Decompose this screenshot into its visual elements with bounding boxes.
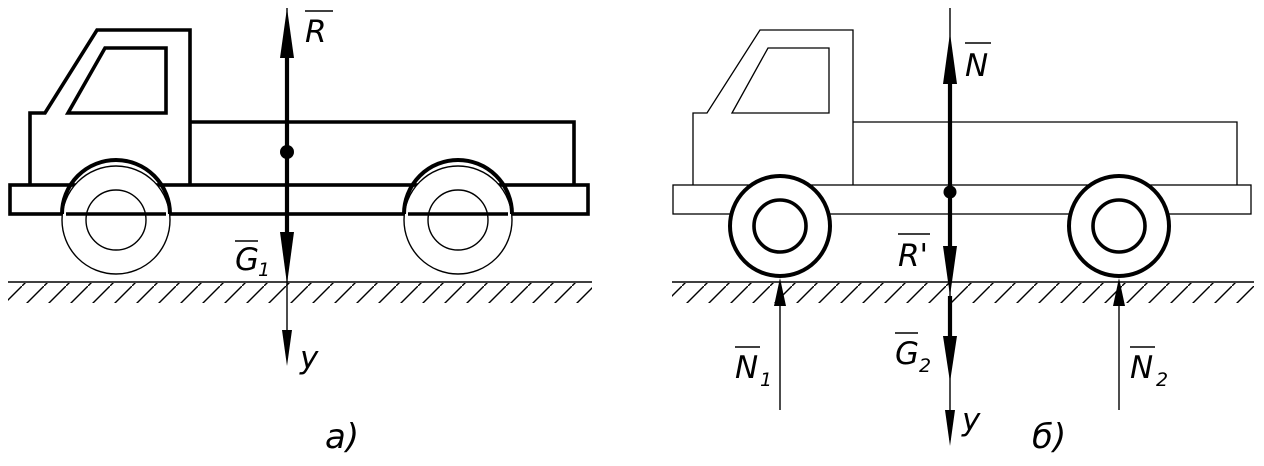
ground-a xyxy=(8,281,592,303)
label-r-prime: R' xyxy=(898,238,928,274)
label-g2: G xyxy=(895,336,919,372)
label-r: R xyxy=(305,14,327,50)
reaction-n1 xyxy=(774,278,786,410)
label-y-b: y xyxy=(961,402,981,438)
force-axis-a xyxy=(280,8,294,366)
center-of-mass-a xyxy=(280,145,294,159)
label-n1-sub: 1 xyxy=(760,369,772,391)
label-g1: G xyxy=(235,242,259,278)
label-n2-sub: 2 xyxy=(1156,369,1168,391)
label-n1: N xyxy=(735,350,758,386)
rear-wheel-b xyxy=(1067,174,1171,278)
front-wheel-a xyxy=(60,158,172,275)
panel-a: R G 1 y а) xyxy=(8,8,592,457)
truck-b xyxy=(672,29,1252,278)
rear-wheel-a xyxy=(402,158,514,275)
label-g1-sub: 1 xyxy=(258,259,270,281)
label-y-a: y xyxy=(299,340,319,376)
force-axis-b xyxy=(943,8,957,446)
label-n2: N xyxy=(1130,350,1153,386)
front-wheel-b xyxy=(728,174,832,278)
caption-a: а) xyxy=(325,417,359,457)
panel-b: N R' G 2 N 1 N 2 y б) xyxy=(672,8,1254,457)
ground-b xyxy=(672,281,1254,303)
caption-b: б) xyxy=(1032,417,1066,457)
label-g2-sub: 2 xyxy=(919,355,931,377)
label-n: N xyxy=(965,48,988,84)
truck-a xyxy=(8,28,590,275)
reaction-n2 xyxy=(1113,278,1125,410)
center-of-mass-b xyxy=(943,185,957,199)
